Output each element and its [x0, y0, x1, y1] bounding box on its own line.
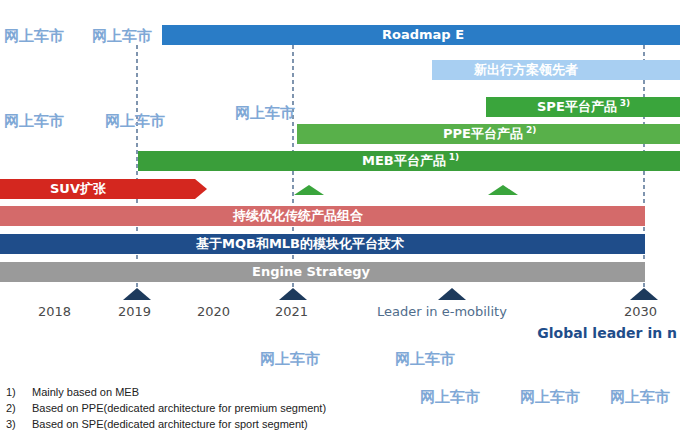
milestone-triangle — [630, 288, 658, 300]
footnote-mark: 1) — [449, 152, 459, 162]
suv-arrow-bar: SUV扩张 — [0, 179, 207, 199]
milestone-label: Leader in e-mobility — [377, 304, 507, 319]
watermark: 网上车市 — [260, 350, 320, 369]
watermark: 网上车市 — [4, 112, 64, 131]
footnote-text: Mainly based on MEB — [32, 386, 139, 398]
footnote-mark: 2) — [526, 125, 536, 135]
bar-label: PPE平台产品 — [443, 126, 523, 142]
footnote-text: Based on SPE(dedicated architecture for … — [32, 418, 308, 430]
platform-bar: SPE平台产品3) — [486, 97, 680, 117]
green-marker — [294, 185, 324, 195]
green-marker — [488, 185, 518, 195]
bar-label: Roadmap E — [382, 27, 464, 43]
bar-label: SPE平台产品 — [537, 99, 617, 115]
milestone-label: Global leader in n — [537, 325, 677, 341]
portfolio-bar: 持续优化传统产品组合 — [0, 206, 645, 226]
watermark: 网上车市 — [4, 27, 64, 46]
footnote-number: 3) — [6, 418, 16, 430]
bar-label: SUV扩张 — [50, 181, 106, 197]
watermark: 网上车市 — [92, 27, 152, 46]
platform-bar: MEB平台产品1) — [138, 151, 680, 171]
year-label: 2021 — [275, 304, 308, 319]
watermark: 网上车市 — [235, 104, 295, 123]
bar-label: MEB平台产品 — [362, 153, 446, 169]
bar-label: 基于MQB和MLB的模块化平台技术 — [196, 236, 404, 252]
year-label: 2018 — [38, 304, 71, 319]
watermark: 网上车市 — [395, 350, 455, 369]
milestone-triangle — [123, 288, 151, 300]
footnote-text: Based on PPE(dedicated architecture for … — [32, 402, 326, 414]
strategy-bar: 新出行方案领先者 — [432, 60, 680, 80]
watermark: 网上车市 — [520, 388, 580, 407]
watermark: 网上车市 — [105, 112, 165, 131]
footnote-number: 1) — [6, 386, 16, 398]
watermark: 网上车市 — [420, 388, 480, 407]
milestone-triangle — [279, 288, 307, 300]
bar-label: Engine Strategy — [252, 264, 370, 280]
year-label: 2030 — [624, 304, 657, 319]
year-label: 2019 — [118, 304, 151, 319]
year-label: 2020 — [197, 304, 230, 319]
platform-tech-bar: 基于MQB和MLB的模块化平台技术 — [0, 234, 645, 254]
roadmap-bar: Roadmap E — [162, 25, 680, 45]
milestone-triangle — [438, 288, 466, 300]
bar-label: 持续优化传统产品组合 — [233, 208, 363, 224]
engine-bar: Engine Strategy — [0, 262, 645, 282]
watermark: 网上车市 — [610, 388, 670, 407]
footnote-number: 2) — [6, 402, 16, 414]
footnote-mark: 3) — [620, 98, 630, 108]
bar-label: 新出行方案领先者 — [474, 62, 578, 78]
platform-bar: PPE平台产品2) — [297, 124, 680, 144]
